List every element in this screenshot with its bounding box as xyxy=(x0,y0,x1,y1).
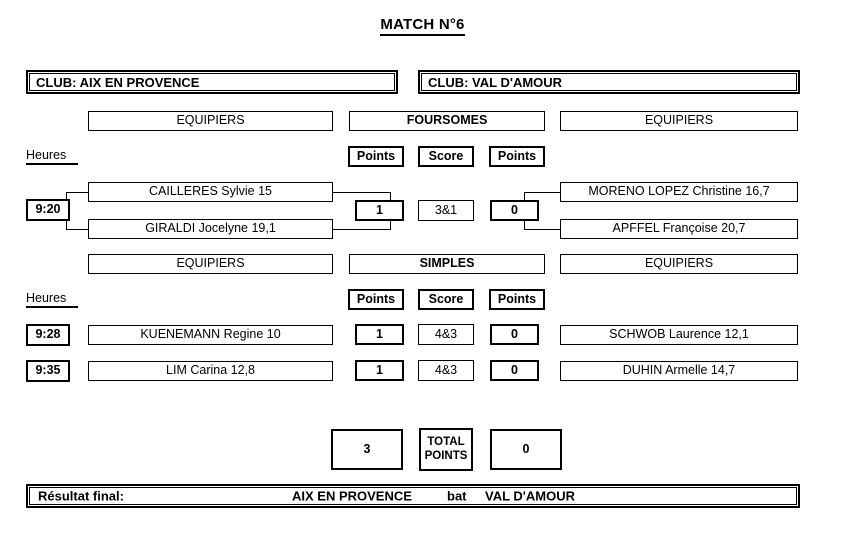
player-name: DUHIN Armelle 14,7 xyxy=(622,363,736,378)
final-result-label: Résultat final: xyxy=(38,488,124,504)
foursomes-home-points-value[interactable]: 1 xyxy=(355,200,404,221)
label-equipiers: EQUIPIERS xyxy=(644,256,714,271)
page-title-text: MATCH N°6 xyxy=(380,16,465,36)
simples-home-equipiers-header: EQUIPIERS xyxy=(88,254,333,274)
foursomes-home-equipiers-header: EQUIPIERS xyxy=(88,111,333,131)
simples-home-points-value[interactable]: 1 xyxy=(355,360,404,381)
final-result-inner: Résultat final: AIX EN PROVENCE bat VAL … xyxy=(29,487,797,505)
foursomes-home-player-2[interactable]: GIRALDI Jocelyne 19,1 xyxy=(88,219,333,239)
page-title: MATCH N°6 xyxy=(0,16,845,36)
points-label: Points xyxy=(497,148,537,163)
simples-score-header: Score xyxy=(418,289,474,310)
player-name: SCHWOB Laurence 12,1 xyxy=(609,327,749,342)
points-value: 1 xyxy=(376,202,383,217)
simples-header: SIMPLES xyxy=(349,254,545,274)
points-label: Points xyxy=(356,148,396,163)
total-away-value: 0 xyxy=(522,441,530,456)
heures-text: Heures xyxy=(26,291,67,305)
points-value: 1 xyxy=(376,326,383,341)
total-points-home: 3 xyxy=(331,429,403,470)
club-home-label: CLUB: AIX EN PROVENCE xyxy=(36,74,200,90)
club-away-inner: CLUB: VAL D'AMOUR xyxy=(421,73,797,91)
score-label: Score xyxy=(428,148,464,163)
bracket-left-out-bottom xyxy=(333,229,391,230)
simples-time-box[interactable]: 9:28 xyxy=(26,324,70,346)
score-value: 4&3 xyxy=(434,326,458,341)
foursomes-time: 9:20 xyxy=(35,202,61,217)
player-name: MORENO LOPEZ Christine 16,7 xyxy=(588,184,770,199)
total-points-away: 0 xyxy=(490,429,562,470)
final-result-loser: VAL D'AMOUR xyxy=(485,488,575,504)
foursomes-time-box[interactable]: 9:20 xyxy=(26,199,70,221)
final-result-bat: bat xyxy=(447,488,467,504)
total-points-line-1: TOTAL xyxy=(427,436,465,449)
simples-away-points-value[interactable]: 0 xyxy=(490,360,539,381)
club-home-box: CLUB: AIX EN PROVENCE xyxy=(26,70,398,94)
simples-home-points-value[interactable]: 1 xyxy=(355,324,404,345)
total-points-label-box: TOTAL POINTS xyxy=(419,428,473,471)
heures-text: Heures xyxy=(26,148,67,162)
simples-home-player[interactable]: KUENEMANN Regine 10 xyxy=(88,325,333,345)
total-home-value: 3 xyxy=(363,441,371,456)
points-label: Points xyxy=(497,291,537,306)
heures-label-simples: Heures xyxy=(26,290,78,308)
player-name: CAILLERES Sylvie 15 xyxy=(149,184,272,199)
final-result-bar: Résultat final: AIX EN PROVENCE bat VAL … xyxy=(26,484,800,508)
player-name: LIM Carina 12,8 xyxy=(166,363,255,378)
foursomes-away-points-value[interactable]: 0 xyxy=(490,200,539,221)
simples-time-box[interactable]: 9:35 xyxy=(26,360,70,382)
club-away-box: CLUB: VAL D'AMOUR xyxy=(418,70,800,94)
foursomes-header: FOURSOMES xyxy=(349,111,545,131)
points-value: 1 xyxy=(376,362,383,377)
score-value: 3&1 xyxy=(434,202,458,217)
score-label: Score xyxy=(428,291,464,306)
foursomes-home-player-1[interactable]: CAILLERES Sylvie 15 xyxy=(88,182,333,202)
simples-away-points-value[interactable]: 0 xyxy=(490,324,539,345)
foursomes-score-header: Score xyxy=(418,146,474,167)
final-result-winner: AIX EN PROVENCE xyxy=(292,488,412,504)
score-value: 4&3 xyxy=(434,362,458,377)
simples-away-player[interactable]: DUHIN Armelle 14,7 xyxy=(560,361,798,381)
label-equipiers: EQUIPIERS xyxy=(176,256,245,271)
club-home-inner: CLUB: AIX EN PROVENCE xyxy=(29,73,395,91)
points-value: 0 xyxy=(511,326,518,341)
bracket-left-top-stub xyxy=(66,192,90,193)
club-away-label: CLUB: VAL D'AMOUR xyxy=(428,74,563,90)
foursomes-home-points-header: Points xyxy=(348,146,404,167)
simples-time: 9:28 xyxy=(35,327,61,342)
points-value: 0 xyxy=(511,362,518,377)
simples-away-equipiers-header: EQUIPIERS xyxy=(560,254,798,274)
player-name: APFFEL Françoise 20,7 xyxy=(612,221,746,236)
bracket-right-bottom-stub xyxy=(524,229,561,230)
player-name: GIRALDI Jocelyne 19,1 xyxy=(145,221,276,236)
simples-away-player[interactable]: SCHWOB Laurence 12,1 xyxy=(560,325,798,345)
simples-away-points-header: Points xyxy=(489,289,545,310)
simples-score-value[interactable]: 4&3 xyxy=(418,324,474,345)
label-equipiers: EQUIPIERS xyxy=(644,113,714,128)
foursomes-away-player-1[interactable]: MORENO LOPEZ Christine 16,7 xyxy=(560,182,798,202)
total-points-line-2: POINTS xyxy=(424,449,468,462)
bracket-right-top-stub xyxy=(524,192,561,193)
simples-time: 9:35 xyxy=(35,363,61,378)
points-label: Points xyxy=(356,291,396,306)
player-name: KUENEMANN Regine 10 xyxy=(140,327,281,342)
foursomes-away-points-header: Points xyxy=(489,146,545,167)
bracket-left-bottom-stub xyxy=(66,229,90,230)
foursomes-score-value[interactable]: 3&1 xyxy=(418,200,474,221)
label-equipiers: EQUIPIERS xyxy=(176,113,245,128)
simples-home-points-header: Points xyxy=(348,289,404,310)
simples-home-player[interactable]: LIM Carina 12,8 xyxy=(88,361,333,381)
heures-label-foursomes: Heures xyxy=(26,147,78,165)
bracket-left-out-top xyxy=(333,192,391,193)
points-value: 0 xyxy=(511,202,518,217)
foursomes-away-player-2[interactable]: APFFEL Françoise 20,7 xyxy=(560,219,798,239)
simples-score-value[interactable]: 4&3 xyxy=(418,360,474,381)
simples-header-label: SIMPLES xyxy=(419,256,475,271)
foursomes-away-equipiers-header: EQUIPIERS xyxy=(560,111,798,131)
foursomes-header-label: FOURSOMES xyxy=(406,113,488,128)
